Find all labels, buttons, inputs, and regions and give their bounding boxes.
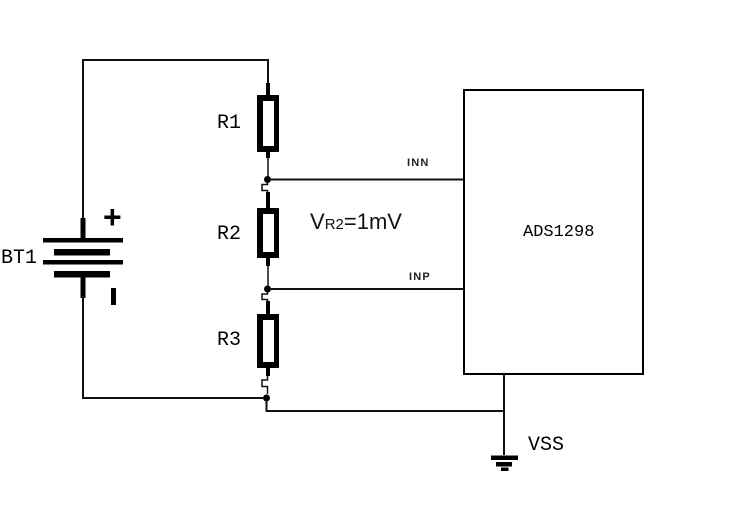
battery-plate-long-2: [43, 260, 123, 265]
resistor-r3-label: R3: [217, 329, 242, 352]
wire-jog-inp: [261, 291, 269, 302]
battery-plate-short-2: [54, 271, 110, 278]
wire-jog-inn: [261, 182, 269, 193]
ground-bar-1: [491, 455, 518, 460]
voltage-annotation-prefix: V: [310, 209, 325, 234]
wire-battery-bottom: [82, 296, 263, 399]
resistor-r2-body-inner: [263, 214, 274, 252]
junction-dot-inp: [264, 285, 271, 293]
battery-label: BT1: [1, 247, 38, 270]
junction-dot-bottom: [263, 394, 270, 402]
resistor-r1-symbol: [257, 83, 279, 177]
resistor-r1-body-inner: [263, 101, 274, 146]
resistor-r3-body-inner: [263, 320, 274, 362]
battery-plate-long-1: [43, 238, 123, 243]
chip-body: [463, 89, 644, 375]
battery-symbol: +: [43, 199, 123, 305]
battery-minus-mark: [111, 288, 116, 305]
resistor-r1-label: R1: [217, 112, 242, 135]
voltage-annotation-subscript: R2: [324, 216, 344, 233]
pin-label-inp: INP: [409, 271, 431, 283]
battery-plate-short-1: [54, 249, 110, 256]
voltage-annotation: VR2=1mV: [310, 209, 402, 234]
voltage-annotation-value: =1mV: [343, 209, 402, 234]
ground-label: VSS: [528, 434, 565, 457]
pin-label-inn: INN: [407, 157, 430, 169]
wire-bottom-to-ground: [265, 400, 504, 412]
battery-plus-sign: +: [103, 199, 122, 235]
resistor-r2-symbol: [257, 192, 279, 286]
wire-jog-r3: [261, 376, 269, 394]
resistor-r2-label: R2: [217, 223, 242, 246]
junction-dot-inn: [264, 176, 271, 183]
chip-label: ADS1298: [523, 223, 595, 242]
ground-bar-3: [501, 467, 509, 471]
wire-battery-top: [82, 59, 269, 220]
resistor-r3-symbol: [257, 301, 279, 394]
ground-bar-2: [496, 462, 512, 467]
ground-symbol: [491, 455, 518, 471]
